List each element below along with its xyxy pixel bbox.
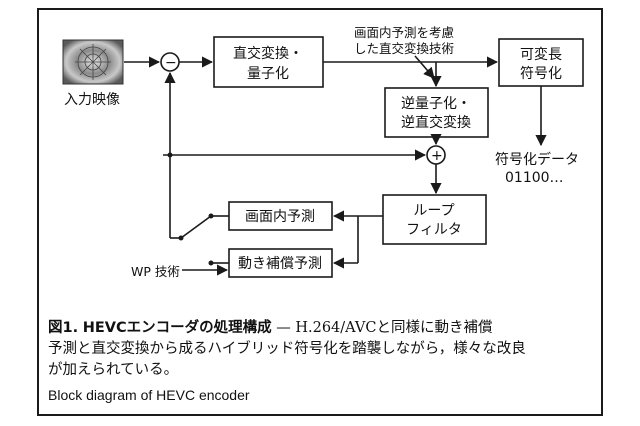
inverse-line1: 逆量子化・ — [401, 96, 471, 112]
figure-caption: 図1. HEVCエンコーダの処理構成 — H.264/AVCと同様に動き補償 予… — [48, 318, 593, 381]
loop-filter-line2: フィルタ — [406, 222, 462, 238]
signal-flow-lines — [124, 56, 547, 276]
transform-quant-line1: 直交変換・ — [233, 45, 303, 62]
inverse-line2: 逆直交変換 — [401, 114, 471, 131]
transform-quant-box — [213, 36, 324, 88]
motion-compensation-label: 動き補償予測 — [238, 256, 322, 272]
inverse-transform-box — [384, 87, 489, 138]
intra-prediction-label: 画面内予測 — [245, 209, 315, 225]
loop-filter-line1: ループ — [413, 203, 454, 219]
intra-prediction-box — [228, 201, 333, 231]
coded-data-bits: 01100… — [505, 170, 564, 186]
caption-english: Block diagram of HEVC encoder — [48, 387, 250, 403]
caption-line2: 予測と直交変換から成るハイブリッド符号化を踏襲しながら，様々な改良 — [48, 341, 526, 357]
loop-filter-box — [382, 194, 487, 245]
input-image-thumbnail — [62, 39, 124, 85]
intra-transform-note-line2: した直交変換技術 — [354, 41, 454, 56]
figure-frame — [37, 8, 603, 416]
coded-data-label: 符号化データ — [495, 151, 579, 168]
plus-sign: + — [431, 148, 443, 164]
caption-line3: が加えられている。 — [48, 362, 179, 378]
figure-number: 図1. — [48, 320, 79, 336]
input-video-label: 入力映像 — [64, 92, 120, 108]
intra-transform-note-line1: 画面内予測を考慮 — [354, 25, 454, 40]
minus-sign: − — [165, 55, 177, 71]
transform-quant-line2: 量子化 — [247, 66, 289, 82]
figure-title: HEVCエンコーダの処理構成 — [82, 320, 272, 336]
note-pointer — [414, 55, 435, 79]
caption-line1: — H.264/AVCと同様に動き補償 — [271, 320, 493, 336]
vlc-line1: 可変長 — [520, 46, 562, 63]
vlc-line2: 符号化 — [520, 66, 562, 82]
wp-technique-label: WP 技術 — [131, 264, 180, 279]
